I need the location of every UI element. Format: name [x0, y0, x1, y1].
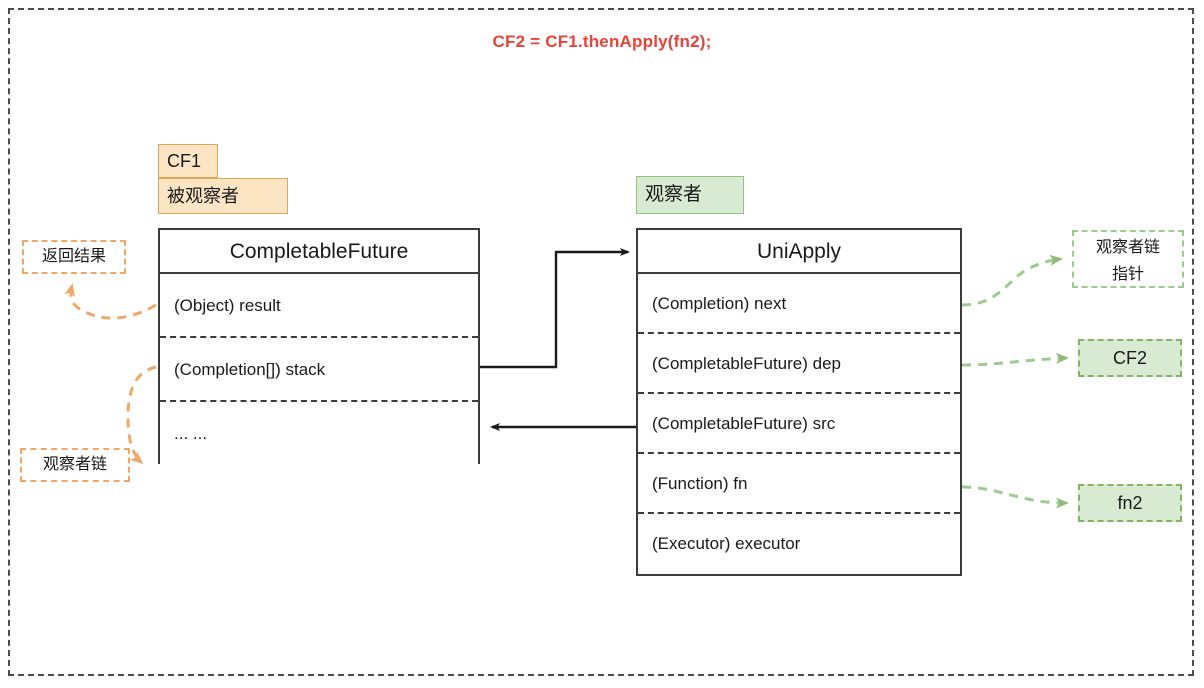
tab-observer-role: 观察者	[636, 176, 744, 214]
note-return-result: 返回结果	[22, 240, 126, 274]
note-observer-chain-pointer-line1: 观察者链	[1095, 239, 1160, 256]
note-fn2: fn2	[1078, 484, 1182, 522]
class-name-completablefuture: CompletableFuture	[160, 230, 478, 274]
arrow-fn-to-fn2	[961, 485, 1069, 509]
field-executor: (Executor) executor	[638, 514, 960, 574]
field-ellipsis: ... ...	[160, 402, 478, 466]
note-observer-chain-pointer: 观察者链 指针	[1072, 230, 1184, 288]
note-observer-chain-pointer-line2: 指针	[1111, 266, 1144, 283]
arrow-next-to-chain-pointer-note	[961, 254, 1063, 307]
note-observer-chain: 观察者链	[20, 448, 130, 482]
arrow-result-to-return-note	[64, 283, 157, 320]
tab-cf1: CF1	[158, 144, 218, 178]
note-cf2: CF2	[1078, 339, 1182, 377]
field-result: (Object) result	[160, 274, 478, 338]
diagram-title: CF2 = CF1.thenApply(fn2);	[492, 32, 712, 51]
field-src: (CompletableFuture) src	[638, 394, 960, 454]
class-box-completablefuture: CompletableFuture (Object) result (Compl…	[158, 228, 480, 466]
arrow-stack-to-chain-note	[126, 365, 157, 464]
arrow-dep-to-cf2	[961, 352, 1069, 367]
class-box-uniapply: UniApply (Completion) next (CompletableF…	[636, 228, 962, 576]
field-next: (Completion) next	[638, 274, 960, 334]
tab-observed-role: 被观察者	[158, 178, 288, 214]
arrow-stack-to-uniapply	[480, 248, 630, 369]
field-stack: (Completion[]) stack	[160, 338, 478, 402]
field-fn: (Function) fn	[638, 454, 960, 514]
class-name-uniapply: UniApply	[638, 230, 960, 274]
field-dep: (CompletableFuture) dep	[638, 334, 960, 394]
